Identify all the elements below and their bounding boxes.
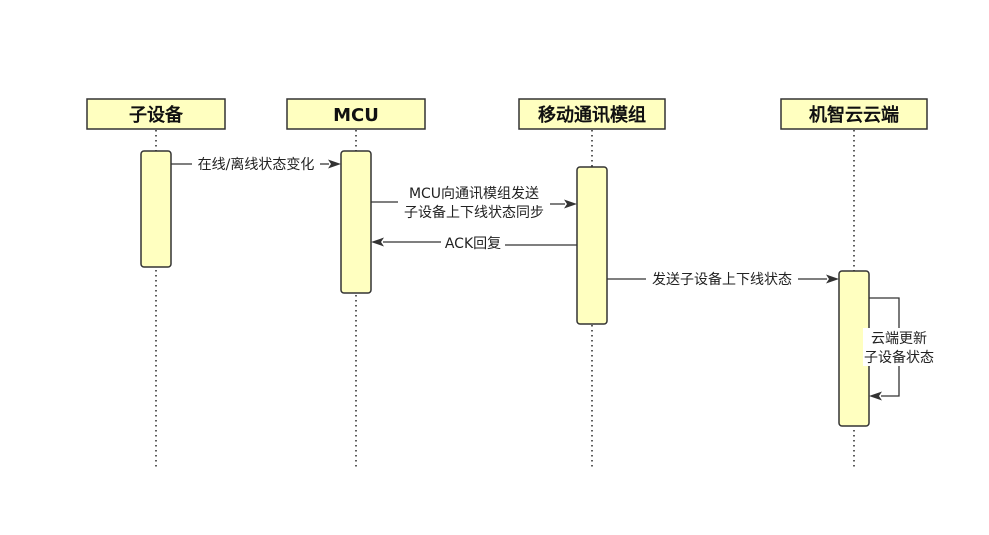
arrowhead-right-icon: [826, 274, 839, 284]
participant-label: 机智云云端: [809, 104, 899, 126]
participant-label: MCU: [333, 105, 379, 126]
message-label: 在线/离线状态变化: [198, 156, 315, 173]
message-label: 云端更新: [871, 331, 927, 347]
participant-sub-device: 子设备: [86, 98, 226, 130]
message-ack: ACK回复: [371, 234, 577, 253]
arrowhead-right-icon: [328, 159, 341, 169]
message-label: MCU向通讯模组发送: [409, 186, 539, 202]
participant-mcu: MCU: [286, 98, 426, 130]
message-cloud-update: 云端更新 子设备状态: [863, 297, 935, 401]
arrowhead-left-icon: [869, 391, 882, 401]
message-label: ACK回复: [445, 235, 501, 252]
participant-label: 子设备: [129, 104, 184, 126]
participant-label: 移动通讯模组: [538, 104, 646, 126]
activation-sub-device: [140, 150, 172, 268]
activation-mcu: [340, 150, 372, 294]
message-sync-status: MCU向通讯模组发送 子设备上下线状态同步: [371, 183, 577, 221]
message-label: 发送子设备上下线状态: [652, 271, 792, 288]
arrowhead-right-icon: [564, 199, 577, 209]
message-state-change: 在线/离线状态变化: [171, 155, 341, 174]
message-label: 子设备状态: [864, 349, 934, 366]
participant-cloud: 机智云云端: [780, 98, 928, 130]
message-report-cloud: 发送子设备上下线状态: [607, 270, 839, 289]
participant-module: 移动通讯模组: [518, 98, 666, 130]
arrowhead-left-icon: [371, 237, 384, 247]
message-label: 子设备上下线状态同步: [404, 204, 544, 221]
activation-module: [576, 166, 608, 325]
